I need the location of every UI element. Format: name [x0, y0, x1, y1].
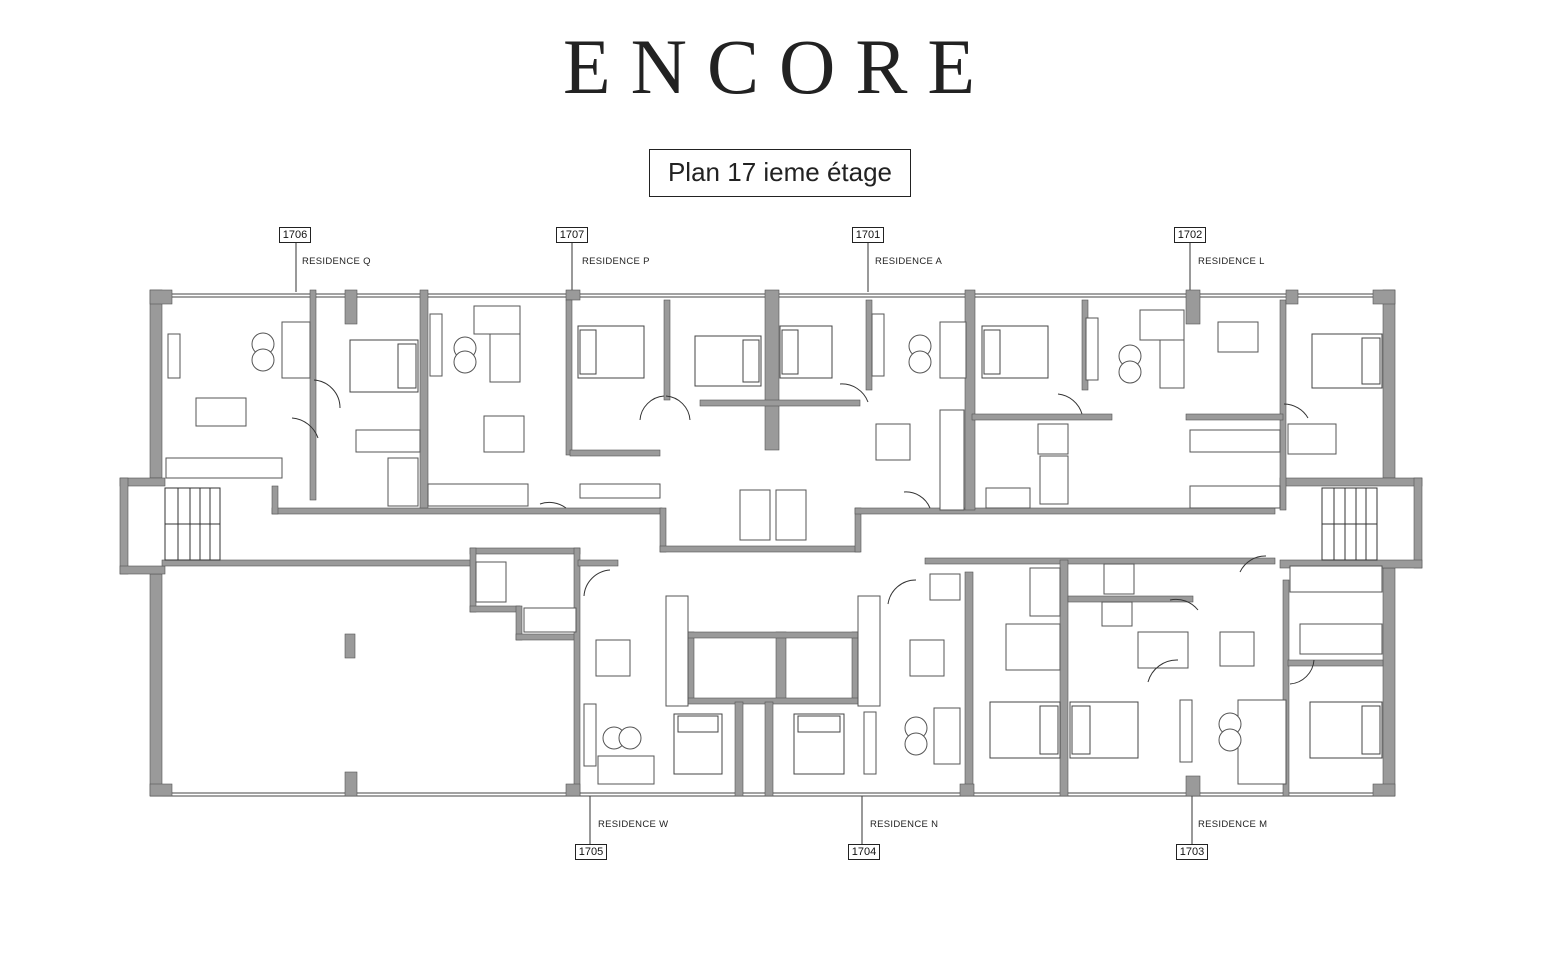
residence-label-l: RESIDENCE L	[1198, 256, 1265, 267]
residence-label-q: RESIDENCE Q	[302, 256, 371, 267]
unit-number-1707: 1707	[556, 227, 588, 243]
residence-label-a: RESIDENCE A	[875, 256, 943, 267]
residence-label-m: RESIDENCE M	[1198, 819, 1268, 830]
unit-number-1702: 1702	[1174, 227, 1206, 243]
unit-number-1701: 1701	[852, 227, 884, 243]
beds	[349, 325, 1383, 775]
doors	[291, 379, 1315, 685]
residence-label-p: RESIDENCE P	[582, 256, 650, 267]
walls	[119, 289, 1423, 797]
unit-number-1705: 1705	[575, 844, 607, 860]
unit-number-1704: 1704	[848, 844, 880, 860]
leader-lines	[295, 242, 1193, 844]
stairs	[164, 487, 1378, 561]
kitchens-baths	[165, 409, 1383, 707]
furniture	[167, 305, 1287, 785]
brand-logo: ENCORE	[563, 23, 995, 110]
residence-label-w: RESIDENCE W	[598, 819, 669, 830]
plan-title: Plan 17 ieme étage	[649, 149, 911, 197]
unit-number-1706: 1706	[279, 227, 311, 243]
unit-number-1703: 1703	[1176, 844, 1208, 860]
residence-label-n: RESIDENCE N	[870, 819, 939, 830]
